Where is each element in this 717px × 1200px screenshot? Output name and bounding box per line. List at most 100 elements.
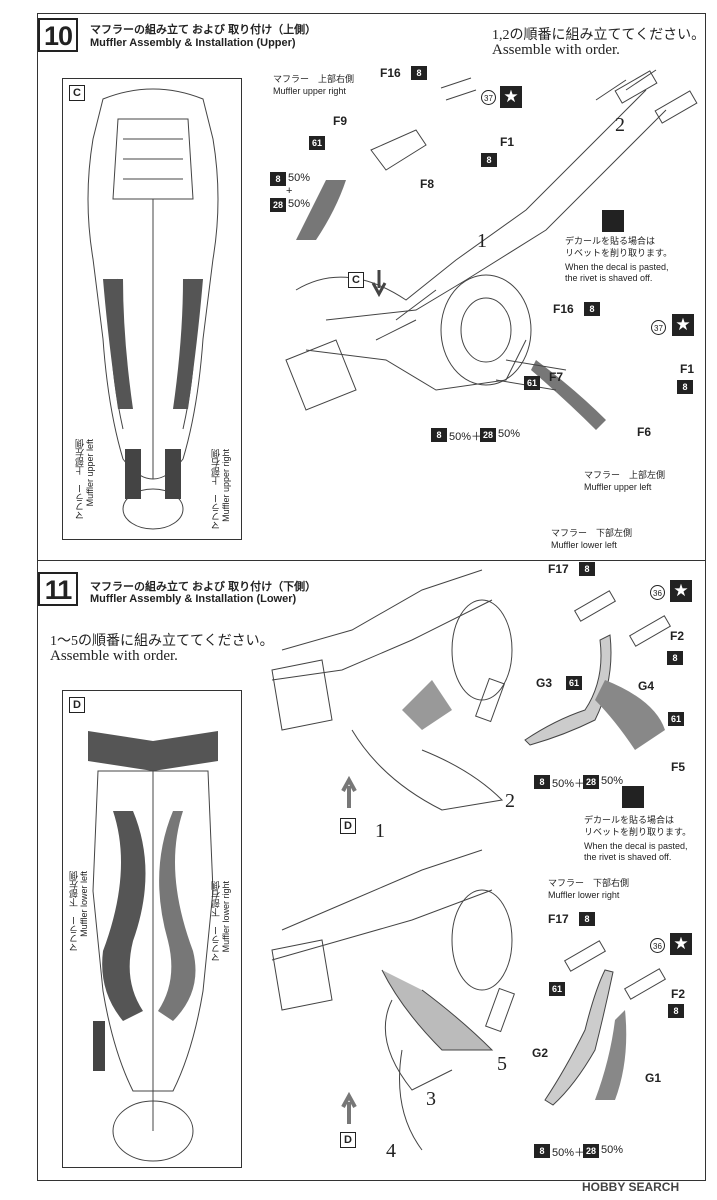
badge-28-c: 28 [583,775,599,789]
badge-61-d: 61 [668,712,684,726]
mix-a: 50% [288,172,311,184]
part-f1-left: F1 [680,362,695,376]
decal-en-1-a: When the decal is pasted, [565,262,669,272]
badge-8-h: 8 [667,651,683,665]
star-icon-b: ★ [672,314,694,336]
part-f2-a: F2 [670,629,685,643]
part-g1: G1 [645,1071,662,1085]
decal-en-1-b: When the decal is pasted, [584,841,688,851]
badge-28-a: 28 [270,198,286,212]
callout-c: C [348,272,364,288]
mix-b: 50% [288,198,311,210]
step-10-order-jp: 1,2の順番に組み立ててください。 [492,28,706,43]
part-f5: F5 [671,760,686,774]
mix-line-b: 50% [498,428,521,440]
step-10-assembly-drawing [285,69,698,430]
seq-2-lower: 2 [505,790,515,812]
lower-right-label-jp: マフラー 下部右側 [548,878,630,888]
step-11-assembly-drawing [271,569,515,1151]
circle-37-b: 37 [651,320,666,335]
star-icon-a: ★ [500,86,522,108]
top-view-bike-lower-drawing [88,731,218,1162]
decal-icon-b [622,786,644,808]
decal-en-2-a: the rivet is shaved off. [565,273,653,283]
seq-5-lower: 5 [497,1053,507,1075]
part-f6: F6 [637,425,652,439]
arrow-down-icon [371,270,387,298]
top-view-bike-upper-drawing [87,88,219,530]
part-g2: G2 [532,1046,549,1060]
seq-4-lower: 4 [386,1140,396,1162]
badge-8-a: 8 [411,66,427,80]
badge-61-e: 61 [549,982,565,996]
instruction-sheet [37,13,706,1181]
mix-line-d: 50% [601,775,624,787]
step-10-title-en: Muffler Assembly & Installation (Upper) [90,37,296,49]
step-11-number: 11 [38,572,78,606]
view-c-label-right-en: Muffler upper right [221,449,231,522]
badge-8-g: 8 [579,562,595,576]
step-10-number: 10 [38,18,78,52]
badge-28-d: 28 [583,1144,599,1158]
arrow-up-icon-b [341,1091,357,1124]
badge-8-j: 8 [579,912,595,926]
view-d-label-right-en: Muffler lower right [221,881,231,953]
part-f16-right: F16 [380,66,401,80]
step-11-title-en: Muffler Assembly & Installation (Lower) [90,593,297,605]
part-f9: F9 [333,114,348,128]
callout-d-b: D [340,1132,356,1148]
view-c-panel: C マフラー 上部左側 Muffler upper left マフラー 上部右側… [62,78,242,540]
decal-jp-2-b: リベットを削り取ります。 [584,827,692,837]
mix-plus: + [286,185,293,197]
star-icon-c: ★ [670,580,692,602]
seq-1-upper: 1 [477,230,487,252]
badge-61-a: 61 [309,136,325,150]
upper-left-label-jp: マフラー 上部左側 [584,470,666,480]
callout-d-a: D [340,818,356,834]
seq-3-lower: 3 [426,1088,436,1110]
circle-36-b: 36 [650,938,665,953]
part-f16-left: F16 [553,302,574,316]
star-icon-d: ★ [670,933,692,955]
view-d-letter: D [69,697,85,713]
decal-jp-2-a: リベットを削り取ります。 [565,248,673,258]
part-f17-b: F17 [548,912,569,926]
lower-right-label-en: Muffler lower right [548,890,620,900]
view-d-label-left-en: Muffler lower left [79,871,89,937]
lower-left-label-jp: マフラー 下部左側 [551,528,633,538]
upper-right-label-jp: マフラー 上部右側 [273,74,355,84]
seq-1-lower: 1 [375,820,385,842]
badge-8-k: 8 [668,1004,684,1018]
badge-8-i: 8 [534,775,550,789]
mix-line-a: 50%＋ [449,431,483,443]
mix-line-c: 50%＋ [552,778,586,790]
badge-61-c: 61 [566,676,582,690]
step-11-order-jp: 1～5の順番に組み立ててください。 [50,634,274,649]
part-f1-right: F1 [500,135,515,149]
step-11-order-en: Assemble with order. [50,648,178,664]
step-divider [37,560,706,561]
lower-left-label-en: Muffler lower left [551,540,617,550]
circle-36-a: 36 [650,585,665,600]
step-10-order-en: Assemble with order. [492,42,620,58]
part-f2-b: F2 [671,987,686,1001]
view-c-label-left-en: Muffler upper left [85,439,95,507]
view-c-letter: C [69,85,85,101]
part-f7: F7 [549,370,564,384]
badge-8-b: 8 [481,153,497,167]
part-g4: G4 [638,679,655,693]
view-d-panel: D マフラー 下部左側 Muffler lower left マフラー 下部右側… [62,690,242,1168]
lower-right-parts-drawing [544,940,667,1106]
decal-jp-1-b: デカールを貼る場合は [584,815,675,825]
decal-jp-1-a: デカールを貼る場合は [565,236,656,246]
badge-8-c: 8 [270,172,286,186]
mix-line-e: 50%＋ [552,1147,586,1159]
part-f8: F8 [420,177,435,191]
upper-left-label-en: Muffler upper left [584,482,652,492]
badge-8-l: 8 [534,1144,550,1158]
badge-28-b: 28 [480,428,496,442]
badge-8-e: 8 [677,380,693,394]
decal-icon-a [602,210,624,232]
decal-en-2-b: the rivet is shaved off. [584,852,672,862]
mix-line-f: 50% [601,1144,624,1156]
